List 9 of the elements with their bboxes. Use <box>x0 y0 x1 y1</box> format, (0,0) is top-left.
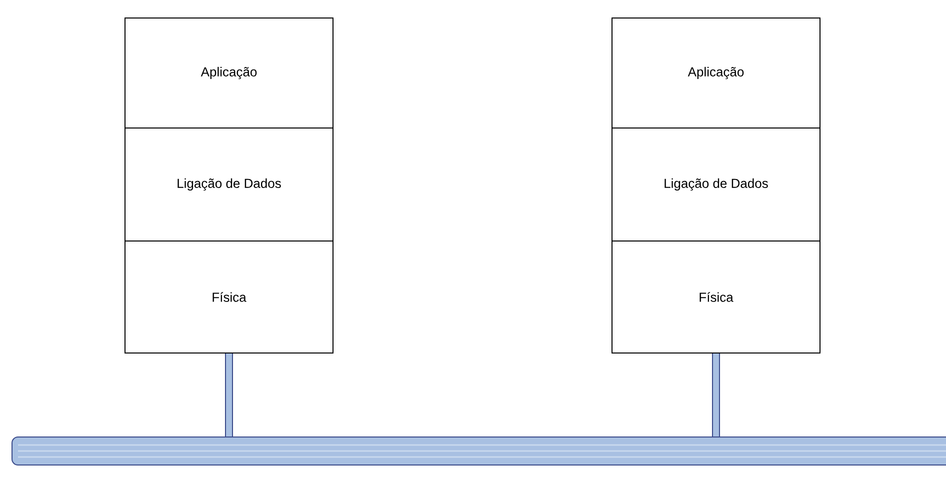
layer-box: Aplicação <box>124 18 334 128</box>
connector-pipe <box>712 354 720 436</box>
connector-pipe <box>225 354 233 436</box>
layer-box: Física <box>612 240 820 354</box>
layer-box: Física <box>124 240 334 354</box>
layer-box: Ligação de Dados <box>124 128 334 242</box>
layer-box: Ligação de Dados <box>612 128 820 242</box>
bus-pipe <box>12 436 946 466</box>
layer-box: Aplicação <box>612 18 820 128</box>
